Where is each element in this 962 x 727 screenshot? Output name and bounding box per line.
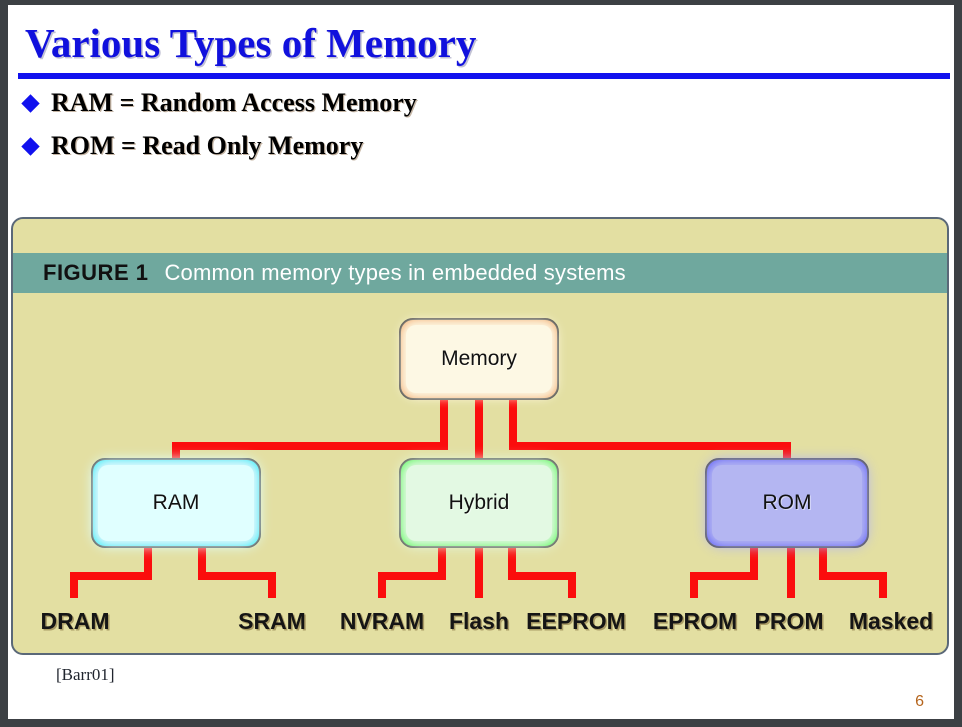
bullet-text: RAM = Random Access Memory [51, 88, 417, 117]
bullet-item-ram: RAM = Random Access Memory [20, 88, 417, 118]
wire-hybrid-flash [475, 544, 483, 598]
leaf-flash: Flash [448, 608, 510, 634]
bullet-item-rom: ROM = Read Only Memory [20, 131, 363, 161]
page-title: Various Types of Memory [25, 20, 477, 66]
page-number: 6 [915, 693, 924, 710]
wire-ram-sram-vertical [198, 544, 206, 580]
node-rom: ROM [705, 458, 869, 548]
wire-memory-ram-horizontal [172, 442, 448, 450]
wire-rom-eprom-vertical [750, 544, 758, 580]
node-memory-label: Memory [441, 347, 517, 370]
figure-caption-label: FIGURE 1 [43, 260, 149, 285]
leaf-prom: PROM [754, 608, 824, 634]
wire-masked-drop [879, 572, 887, 598]
diamond-bullet-icon [21, 93, 40, 113]
wire-rom-prom [787, 544, 795, 598]
node-hybrid-label: Hybrid [448, 491, 510, 514]
wire-hybrid-nvram-horizontal [378, 572, 446, 580]
wire-hybrid-eeprom-vertical [508, 544, 516, 580]
node-ram-label: RAM [152, 491, 200, 514]
wire-hybrid-eeprom-horizontal [508, 572, 576, 580]
leaf-nvram: NVRAM [339, 608, 425, 634]
leaf-sram: SRAM [238, 608, 306, 634]
node-rom-inner-fill [712, 465, 862, 541]
figure-caption-text: Common memory types in embedded systems [164, 260, 626, 285]
leaf-eprom: EPROM [652, 608, 738, 634]
wire-rom-drop [783, 442, 791, 464]
diamond-bullet-icon [21, 136, 40, 156]
leaf-dram: DRAM [40, 608, 110, 634]
node-memory: Memory [399, 318, 559, 400]
node-ram: RAM [91, 458, 261, 548]
wire-rom-eprom-horizontal [690, 572, 758, 580]
wire-ram-dram-vertical [144, 544, 152, 580]
node-hybrid-inner-fill [406, 465, 552, 541]
wire-memory-rom-vertical [509, 400, 517, 442]
wire-dram-drop [70, 572, 78, 598]
leaf-eeprom: EEPROM [526, 608, 626, 634]
figure-panel: FIGURE 1 Common memory types in embedded… [11, 217, 949, 655]
wire-ram-sram-horizontal [198, 572, 276, 580]
memory-hierarchy-diagram: Memory RAM Hybrid ROM DRAM SRAM NVRAM Fl… [13, 219, 947, 653]
wire-hybrid-nvram-vertical [438, 544, 446, 580]
wire-rom-masked-horizontal [819, 572, 887, 580]
wire-nvram-drop [378, 572, 386, 598]
wire-eprom-drop [690, 572, 698, 598]
title-divider [18, 73, 950, 79]
slide-canvas: Various Types of Memory RAM = Random Acc… [8, 5, 954, 719]
wire-memory-ram-vertical [440, 400, 448, 442]
citation-reference: [Barr01] [56, 665, 115, 684]
wire-memory-hybrid [475, 400, 483, 464]
node-rom-label: ROM [762, 491, 812, 514]
bullet-text: ROM = Read Only Memory [51, 131, 364, 160]
wire-ram-dram-horizontal [70, 572, 152, 580]
wire-rom-masked-vertical [819, 544, 827, 580]
node-ram-inner-fill [98, 465, 254, 541]
wire-eeprom-drop [568, 572, 576, 598]
wire-sram-drop [268, 572, 276, 598]
leaf-masked: Masked [848, 608, 934, 634]
node-memory-inner-fill [406, 325, 552, 393]
figure-caption-bar: FIGURE 1 Common memory types in embedded… [13, 253, 947, 293]
wire-ram-drop [172, 442, 180, 464]
wire-memory-rom-horizontal [509, 442, 791, 450]
node-hybrid: Hybrid [399, 458, 559, 548]
